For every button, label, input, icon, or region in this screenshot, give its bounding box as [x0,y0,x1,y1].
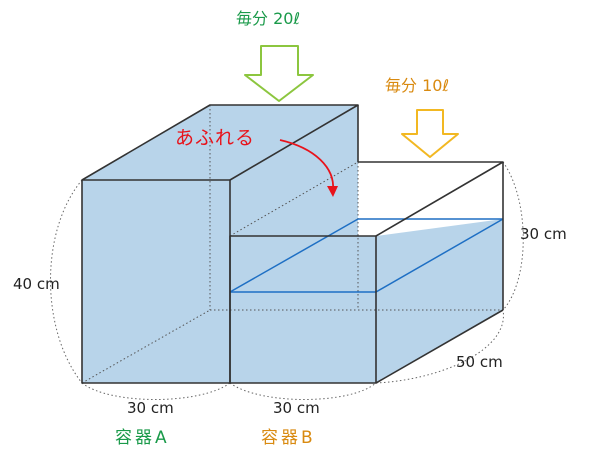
overflow-label: あふれる [175,127,256,149]
visible-edges [81,104,504,384]
container-a-water-front [82,180,230,383]
depth-50-label: 50 cm [456,353,503,371]
arrow-b-icon [401,109,459,158]
container-a-label: 容器A [115,428,170,448]
flow-b-label: 毎分 10ℓ [385,76,450,95]
water-fill [82,105,503,383]
container-a-water-top [82,105,358,180]
height-30-guide [502,161,524,311]
arrow-a-icon [244,45,314,102]
hidden-edges [81,105,503,384]
width-b-label: 30 cm [273,399,320,417]
container-b-front [229,235,377,384]
container-b-water-front [230,292,376,383]
dimension-guides [50,161,524,400]
overflow-arrow-icon [279,139,334,191]
width-a-label: 30 cm [127,399,174,417]
container-a-water-side [230,105,358,236]
width-b-guide [229,382,377,400]
flow-a-label: 毎分 20ℓ [236,9,301,28]
container-b-water-upper [230,236,376,292]
height-40-label: 40 cm [13,275,60,293]
water-surface-back [229,218,359,293]
container-b-label: 容器B [261,428,316,448]
height-30-label: 30 cm [520,225,567,243]
container-a-top [81,104,359,181]
height-40-guide [50,179,83,384]
width-a-guide [81,382,231,400]
overflow-arrowhead-icon [327,186,338,197]
container-b-water-right [376,219,503,383]
